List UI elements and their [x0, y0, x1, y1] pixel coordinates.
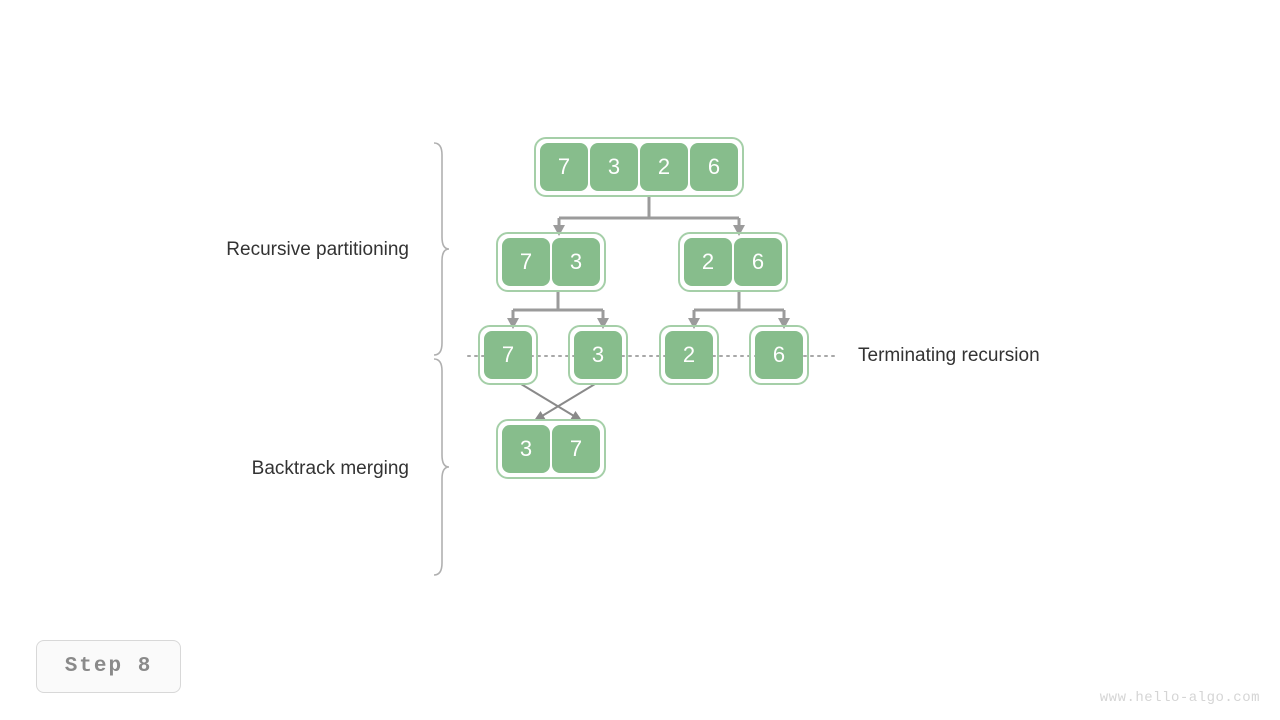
backtrack-merging-bracket [433, 358, 450, 576]
bracket-layer [433, 142, 450, 576]
arrow-head-icon [553, 225, 565, 236]
arrow-head-icon [778, 318, 790, 329]
array-leaf-7: 7 [478, 325, 538, 385]
split-arrow [511, 291, 605, 319]
array-cell: 7 [484, 331, 532, 379]
array-cell-value: 7 [502, 342, 514, 367]
terminating-recursion-label: Terminating recursion [858, 345, 1040, 366]
arrow-head-icon [688, 318, 700, 329]
array-cell-value: 2 [658, 154, 670, 179]
arrow-head-icon [597, 318, 609, 329]
array-root-array: 7 3 2 6 [534, 137, 744, 197]
array-cell: 6 [734, 238, 782, 286]
array-cell-value: 2 [683, 342, 695, 367]
array-cell-value: 3 [592, 342, 604, 367]
split-arrow [692, 291, 786, 319]
watermark: www.hello-algo.com [1099, 690, 1260, 706]
array-cell: 3 [502, 425, 550, 473]
array-cell-value: 3 [520, 436, 532, 461]
array-leaf-6: 6 [749, 325, 809, 385]
recursive-partitioning-bracket [433, 142, 450, 356]
array-cell: 7 [540, 143, 588, 191]
array-cell: 7 [552, 425, 600, 473]
array-cell-value: 6 [773, 342, 785, 367]
array-cell-value: 2 [702, 249, 714, 274]
array-cell-value: 6 [708, 154, 720, 179]
split-arrow [557, 196, 741, 226]
array-cell: 3 [574, 331, 622, 379]
array-cell: 6 [690, 143, 738, 191]
array-cell-value: 7 [558, 154, 570, 179]
step-badge: Step 8 [36, 640, 181, 693]
recursive-partitioning-label: Recursive partitioning [226, 239, 409, 260]
array-cell: 7 [502, 238, 550, 286]
arrow-head-icon [733, 225, 745, 236]
array-cell-value: 6 [752, 249, 764, 274]
array-cell: 2 [665, 331, 713, 379]
array-cell-value: 3 [608, 154, 620, 179]
array-cell: 2 [640, 143, 688, 191]
step-badge-label: Step 8 [64, 655, 153, 678]
merge-arrow-layer [520, 383, 596, 421]
array-cell: 2 [684, 238, 732, 286]
array-cell-value: 7 [570, 436, 582, 461]
array-leaf-2: 2 [659, 325, 719, 385]
array-cell: 3 [590, 143, 638, 191]
arrow-head-icon [507, 318, 519, 329]
split-arrow-layer [507, 196, 790, 329]
array-leaf-3: 3 [568, 325, 628, 385]
array-cell: 3 [552, 238, 600, 286]
array-cell-value: 7 [520, 249, 532, 274]
array-cell: 6 [755, 331, 803, 379]
merge-arrow [520, 383, 583, 421]
array-cell-value: 3 [570, 249, 582, 274]
backtrack-merging-label: Backtrack merging [252, 458, 409, 479]
merge-arrow [533, 383, 596, 421]
